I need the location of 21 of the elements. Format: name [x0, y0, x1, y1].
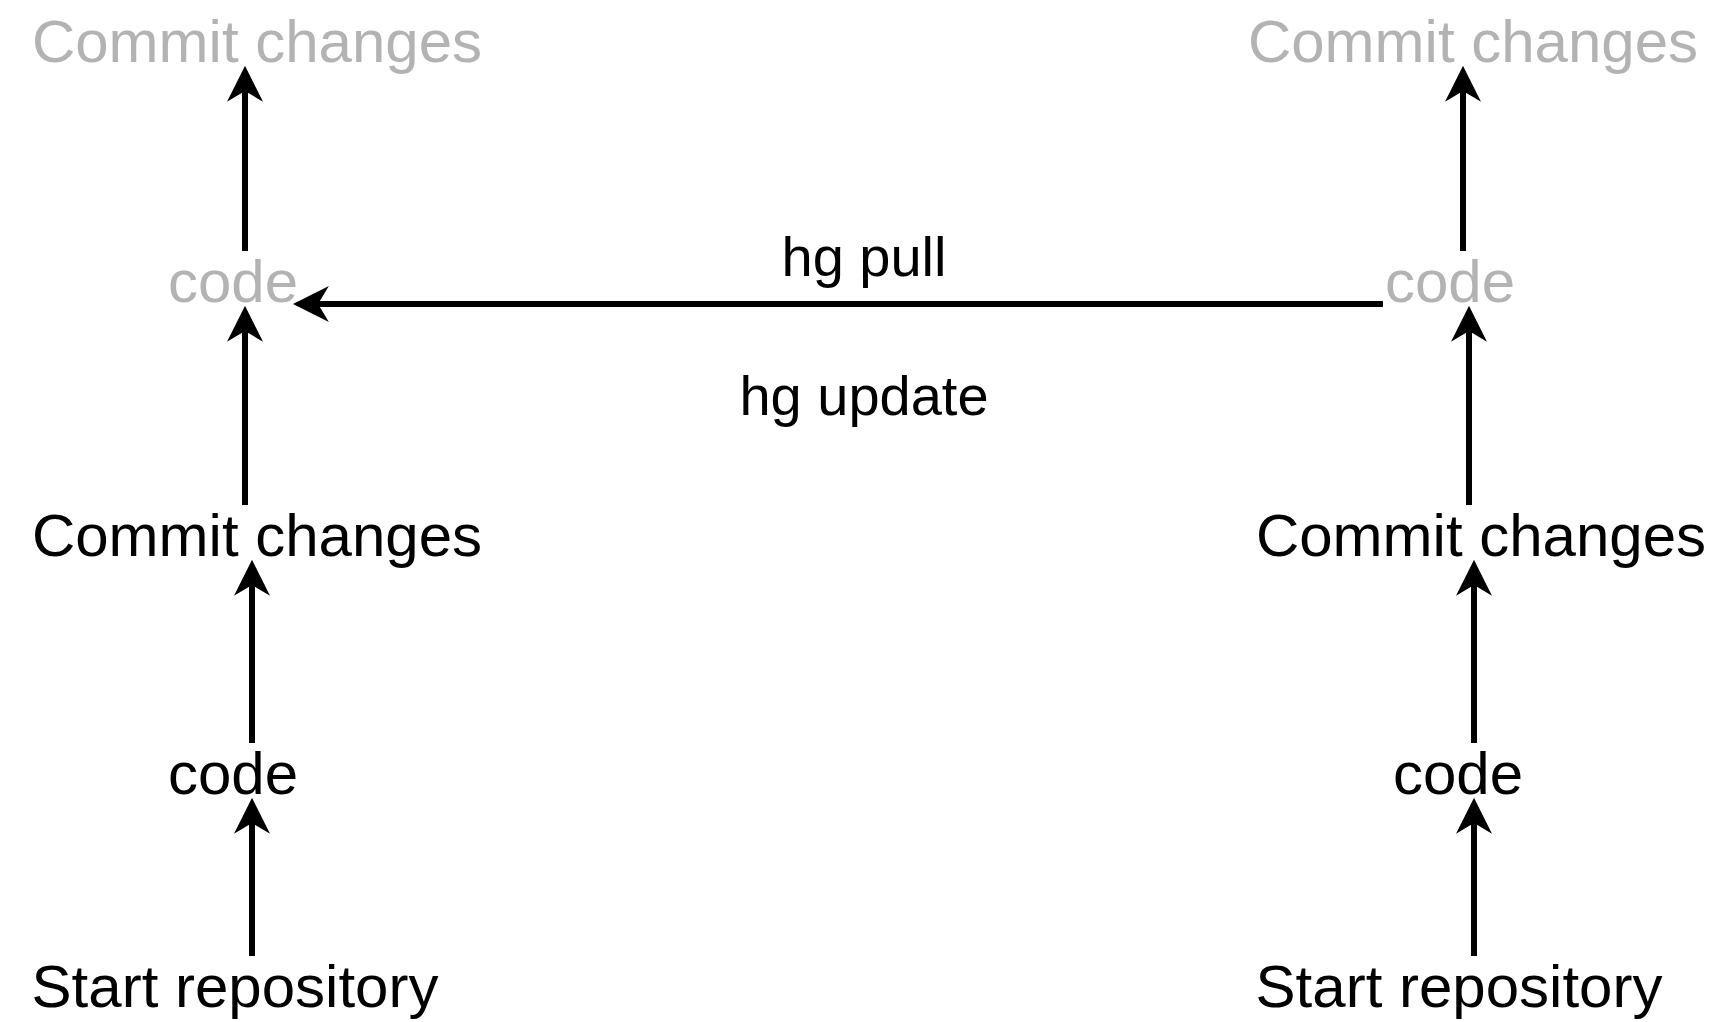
node-label: code [167, 249, 299, 315]
node-label: code [1384, 249, 1516, 315]
node-label: code [1392, 741, 1524, 807]
node-label: Commit changes [1247, 9, 1699, 75]
arrow [1456, 797, 1492, 956]
node-label: Commit changes [31, 9, 483, 75]
arrow [234, 797, 270, 956]
node-label: Commit changes [1255, 503, 1707, 569]
arrow [1451, 305, 1487, 505]
arrow [227, 65, 263, 251]
arrow [1445, 65, 1481, 251]
command-label: hg update [739, 365, 989, 427]
arrow [292, 286, 1383, 322]
node-label: code [167, 741, 299, 807]
node-label: Start repository [31, 954, 439, 1020]
edge-label: hg pull [781, 226, 947, 288]
node-label: Commit changes [31, 503, 483, 569]
node-label: Start repository [1255, 954, 1663, 1020]
arrow [227, 305, 263, 505]
arrow [234, 559, 270, 743]
arrow [1456, 559, 1492, 743]
